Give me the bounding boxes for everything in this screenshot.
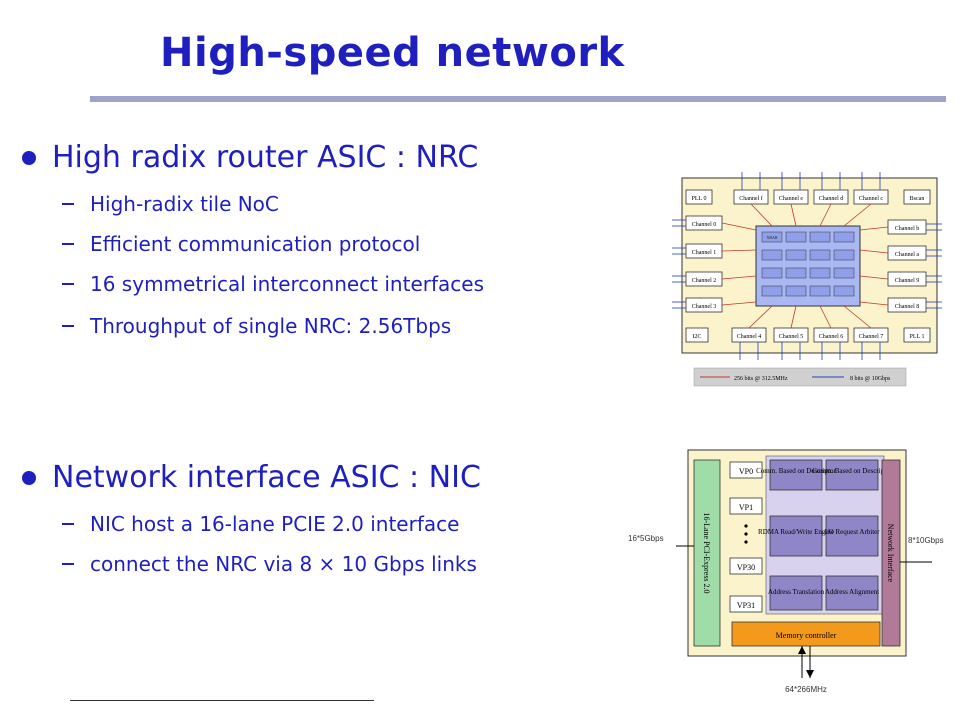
nrc-internal-links: [721, 203, 889, 329]
nrc-xbar-tiles: [761, 231, 855, 297]
nrc-right-col: Channel b Channel a Channel 9 Channel 8: [887, 219, 927, 313]
nic-memory-controller: [731, 621, 881, 647]
svg-text:Channel 9: Channel 9: [895, 278, 920, 284]
nic-network-interface-block: [881, 459, 901, 647]
svg-text:Channel 0: Channel 0: [692, 222, 717, 228]
svg-text:Channel e: Channel e: [779, 196, 803, 202]
svg-text:Channel a: Channel a: [895, 252, 919, 258]
svg-text:Channel b: Channel b: [895, 226, 920, 232]
nrc-top-row: PLL 0 Channel f Channel e Channel d Chan…: [685, 189, 931, 205]
svg-text:I/O Request Arbiter: I/O Request Arbiter: [824, 528, 880, 536]
svg-text:XBAR: XBAR: [766, 235, 777, 240]
svg-text:Channel c: Channel c: [859, 196, 883, 202]
nic-pcie-block: [693, 459, 721, 647]
nrc-block-diagram: PLL 0 Channel f Channel e Channel d Chan…: [672, 172, 942, 387]
dash-icon: [62, 523, 74, 525]
nic-bottom-rate: 64*266MHz: [785, 685, 827, 694]
nrc-xbar-tile-labels: XBAR: [766, 235, 777, 240]
bullet-nic-heading: Network interface ASIC : NIC: [52, 460, 481, 495]
svg-text:RDMA Read/Write Engine: RDMA Read/Write Engine: [758, 528, 834, 536]
sub-item-nrc-2: Efficient communication protocol: [62, 232, 420, 256]
sub-item-nrc-4: Throughput of single NRC: 2.56Tbps: [62, 314, 451, 338]
nrc-legend-left-label: 256 bits @ 312.5MHz: [734, 376, 788, 382]
nic-memory-arrow-down-icon: [806, 670, 814, 678]
sub-item-nic-2: connect the NRC via 8 × 10 Gbps links: [62, 552, 477, 576]
svg-text:Address Alignment: Address Alignment: [825, 588, 879, 596]
footer-divider: [70, 700, 374, 701]
svg-text:VP30: VP30: [737, 563, 755, 572]
bullet-dot-icon: [22, 150, 36, 165]
svg-text:Channel d: Channel d: [819, 196, 844, 202]
bullet-dot-icon: [22, 470, 36, 485]
svg-text:I2C: I2C: [693, 334, 702, 340]
nic-engine-labels: Comm. Based on Descriptor Comm. Based on…: [756, 467, 892, 596]
nic-left-rate: 16*5Gbps: [628, 534, 664, 543]
nrc-external-links: [672, 172, 942, 360]
bullet-nic: Network interface ASIC : NIC: [22, 460, 481, 495]
svg-text:Channel 8: Channel 8: [895, 304, 920, 310]
svg-text:PLL 1: PLL 1: [910, 334, 925, 340]
svg-text:VP0: VP0: [739, 467, 753, 476]
svg-text:Channel f: Channel f: [739, 195, 763, 202]
svg-text:Channel 2: Channel 2: [692, 278, 717, 284]
nic-pcie-label: 16-Lane PCI-Express 2.0: [702, 512, 711, 593]
title-underline: [90, 96, 946, 102]
svg-text:Channel 5: Channel 5: [779, 334, 804, 340]
bullet-nrc: High radix router ASIC : NRC: [22, 140, 478, 175]
svg-text:Channel 7: Channel 7: [859, 334, 884, 340]
nrc-left-col: Channel 0 Channel 1 Channel 2 Channel 3: [685, 215, 723, 313]
dash-icon: [62, 325, 74, 327]
dash-icon: [62, 283, 74, 285]
svg-text:VP31: VP31: [737, 601, 755, 610]
svg-text:Channel 6: Channel 6: [819, 334, 844, 340]
svg-text:Bscan: Bscan: [910, 196, 925, 202]
bullet-nrc-heading: High radix router ASIC : NRC: [52, 140, 479, 175]
svg-text:Address Translation: Address Translation: [768, 588, 825, 596]
nrc-legend-right-label: 8 bits @ 10Gbps: [850, 376, 891, 382]
slide-title: High-speed network: [160, 30, 625, 76]
svg-text:Channel 4: Channel 4: [737, 334, 762, 340]
sub-item-nrc-3: 16 symmetrical interconnect interfaces: [62, 272, 484, 296]
sub-item-nrc-1: High-radix tile NoC: [62, 192, 279, 216]
nic-engine-blocks: [769, 459, 879, 611]
svg-text:Channel 1: Channel 1: [692, 250, 717, 256]
dash-icon: [62, 203, 74, 205]
svg-text:Comm. Based on Descriptor: Comm. Based on Descriptor: [812, 467, 892, 475]
nic-memory-label: Memory controller: [776, 631, 837, 640]
svg-text:Channel 3: Channel 3: [692, 304, 717, 310]
nic-right-rate: 8*10Gbps: [908, 536, 944, 545]
svg-text:PLL 0: PLL 0: [692, 196, 707, 202]
svg-text:Comm. Based on Descriptor: Comm. Based on Descriptor: [756, 467, 836, 475]
svg-text:VP1: VP1: [739, 503, 753, 512]
nrc-legend-box: [693, 367, 907, 387]
dash-icon: [62, 243, 74, 245]
nic-vp-boxes: VP0 VP1 VP30 VP31: [729, 461, 763, 613]
dash-icon: [62, 563, 74, 565]
nic-memory-arrow-up-icon: [798, 646, 806, 654]
nic-network-interface-label: Network Interface: [886, 524, 895, 583]
nic-block-diagram: 16-Lane PCI-Express 2.0 VP0 VP1 VP30 VP3…: [628, 449, 944, 694]
sub-item-nic-1: NIC host a 16-lane PCIE 2.0 interface: [62, 512, 459, 536]
